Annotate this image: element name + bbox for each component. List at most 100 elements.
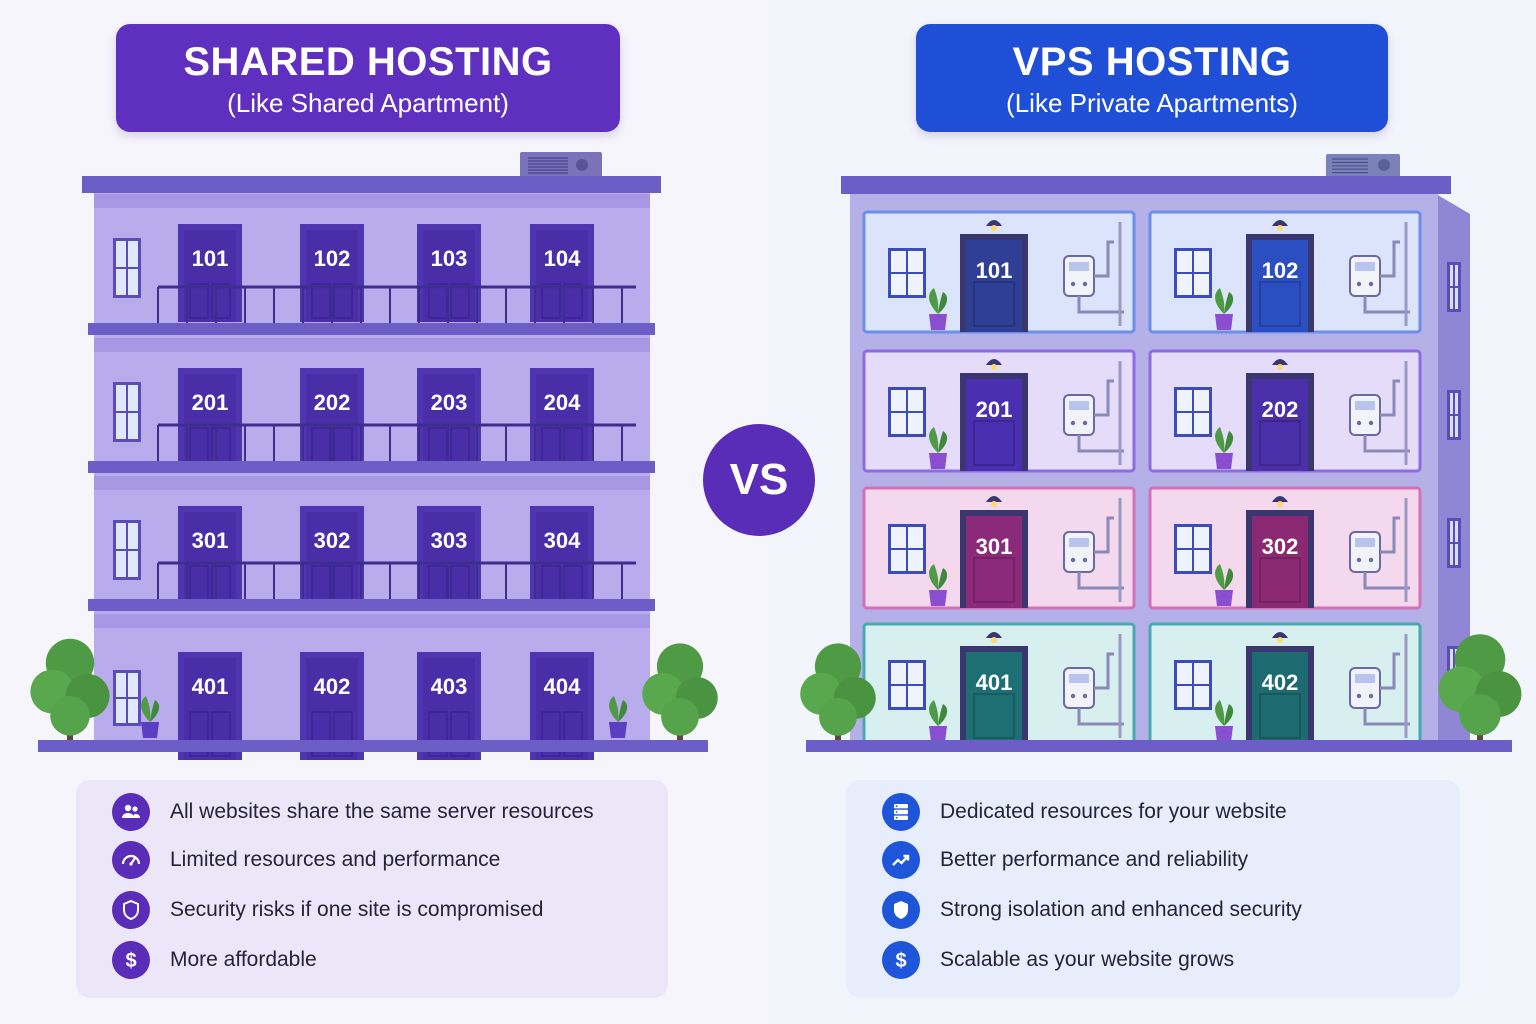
door [1252, 240, 1308, 332]
meter-display [1355, 262, 1375, 271]
shared-feature-text: More affordable [170, 948, 317, 971]
meter-display [1355, 401, 1375, 410]
meter-pipe [1094, 379, 1114, 417]
vps-feature-item: $ Scalable as your website grows [882, 940, 1234, 980]
meter-dial [1368, 557, 1374, 563]
tree-foliage [661, 698, 699, 736]
meter-pipe [1094, 516, 1114, 554]
door [536, 374, 588, 466]
tree-foliage [50, 696, 90, 736]
door-number: 203 [431, 390, 468, 415]
door [1252, 652, 1308, 744]
door-lamp [986, 632, 1002, 638]
meter-display [1069, 262, 1089, 271]
meter-dial [1356, 420, 1362, 426]
plant-leaf [609, 696, 619, 722]
shield-icon [882, 891, 920, 929]
lamp-bulb [991, 501, 997, 507]
door-panel [1259, 693, 1301, 739]
ac-fan [1378, 159, 1390, 171]
door-panel [973, 420, 1015, 466]
meter-pipe [1363, 435, 1410, 453]
svg-text:$: $ [125, 950, 136, 972]
meter-pipe [1380, 516, 1400, 554]
meter-pipe [1094, 240, 1114, 278]
floor-band [94, 476, 650, 490]
plant-leaf [150, 700, 160, 722]
dollar-icon: $ [112, 941, 150, 979]
door-panel [973, 281, 1015, 327]
meter-dial [1368, 693, 1374, 699]
door-number: 201 [192, 390, 229, 415]
door-panel [333, 283, 353, 319]
door-panel [189, 711, 209, 757]
door-number: 401 [192, 674, 229, 699]
plant-leaf [141, 696, 151, 722]
door-number: 301 [192, 528, 229, 553]
vps-feature-text: Strong isolation and enhanced security [940, 898, 1302, 921]
door [536, 230, 588, 322]
plant-leaf [929, 564, 939, 590]
building-side-wall [1436, 194, 1470, 740]
plant-leaf [929, 288, 939, 314]
shared-hosting-title: SHARED HOSTING [183, 40, 553, 84]
vps-features-panel: Dedicated resources for your website Bet… [846, 780, 1460, 998]
meter-pipe [1094, 652, 1114, 690]
door-panel [1259, 420, 1301, 466]
door [966, 652, 1022, 744]
plant-leaf [1224, 431, 1234, 453]
shared-feature-item: Security risks if one site is compromise… [112, 890, 543, 930]
plant-leaf [1224, 568, 1234, 590]
plant-leaf [1224, 704, 1234, 726]
door-number: 302 [314, 528, 351, 553]
lamp-bulb [991, 364, 997, 370]
door-number: 101 [192, 246, 229, 271]
shared-hosting-subtitle: (Like Shared Apartment) [227, 88, 509, 118]
plant-pot [929, 726, 947, 742]
door-panel [1259, 557, 1301, 603]
meter-pipe [1380, 240, 1400, 278]
meter-dial [1070, 557, 1076, 563]
door [966, 240, 1022, 332]
shared-feature-text: Limited resources and performance [170, 848, 501, 871]
floor-band [94, 614, 650, 628]
door [184, 230, 236, 322]
door [184, 374, 236, 466]
door [536, 512, 588, 604]
plant-leaf [1215, 700, 1225, 726]
floor-band [94, 194, 650, 208]
balcony-slab [88, 323, 655, 335]
server-icon [882, 793, 920, 831]
floor-band [94, 338, 650, 352]
door-number: 102 [1262, 258, 1299, 283]
door-number: 101 [976, 258, 1013, 283]
plant-leaf [1215, 564, 1225, 590]
door-lamp [1272, 632, 1288, 638]
svg-text:$: $ [895, 950, 906, 972]
door-lamp [1272, 359, 1288, 365]
roof-ledge [82, 176, 661, 193]
door-panel [450, 711, 470, 757]
meter-pipe [1380, 652, 1400, 690]
meter-pipe [1077, 296, 1124, 314]
door-number: 202 [314, 390, 351, 415]
plant-leaf [938, 431, 948, 453]
balcony-slab [88, 461, 655, 473]
shared-feature-text: Security risks if one site is compromise… [170, 898, 544, 921]
door-number: 103 [431, 246, 468, 271]
door-number: 301 [976, 534, 1013, 559]
door-panel [189, 283, 209, 319]
roof-ledge [841, 176, 1451, 194]
door-panel [333, 711, 353, 757]
door-number: 202 [1262, 397, 1299, 422]
balcony-slab [88, 599, 655, 611]
plant-pot [1215, 453, 1233, 469]
shared-features-panel: All websites share the same server resou… [76, 780, 668, 998]
meter-pipe [1363, 296, 1410, 314]
shared-feature-item: Limited resources and performance [112, 840, 500, 880]
meter-display [1069, 538, 1089, 547]
users-icon [112, 793, 150, 831]
vps-feature-text: Scalable as your website grows [940, 948, 1235, 971]
